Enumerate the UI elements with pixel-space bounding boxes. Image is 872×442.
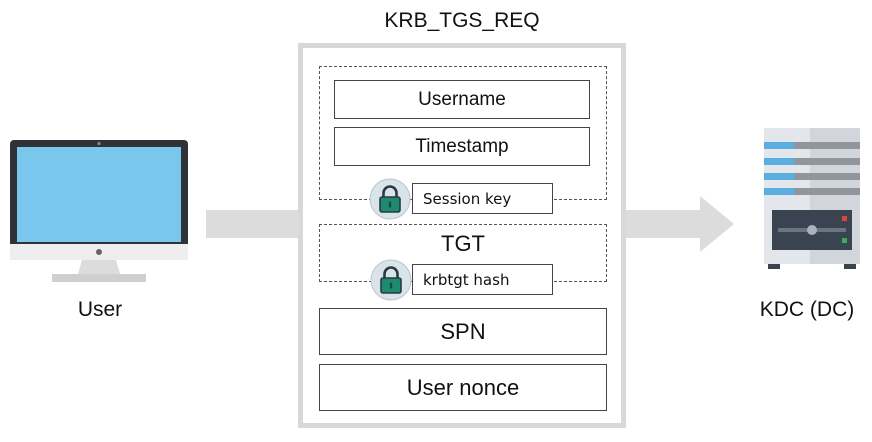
server-icon <box>764 128 860 269</box>
lock-icon <box>370 259 412 301</box>
lock-icon <box>369 178 411 220</box>
tgt-label: TGT <box>441 231 485 256</box>
kdc-label: KDC (DC) <box>759 298 855 321</box>
session-key-label: Session key <box>412 183 553 214</box>
timestamp-field: Timestamp <box>334 127 590 166</box>
diagram-title: KRB_TGS_REQ <box>384 9 540 32</box>
user-nonce-field: User nonce <box>319 364 607 411</box>
username-field: Username <box>334 80 590 119</box>
computer-icon <box>10 140 188 282</box>
user-label: User <box>77 298 123 321</box>
krbtgt-hash-label: krbtgt hash <box>412 264 553 295</box>
spn-field: SPN <box>319 308 607 355</box>
